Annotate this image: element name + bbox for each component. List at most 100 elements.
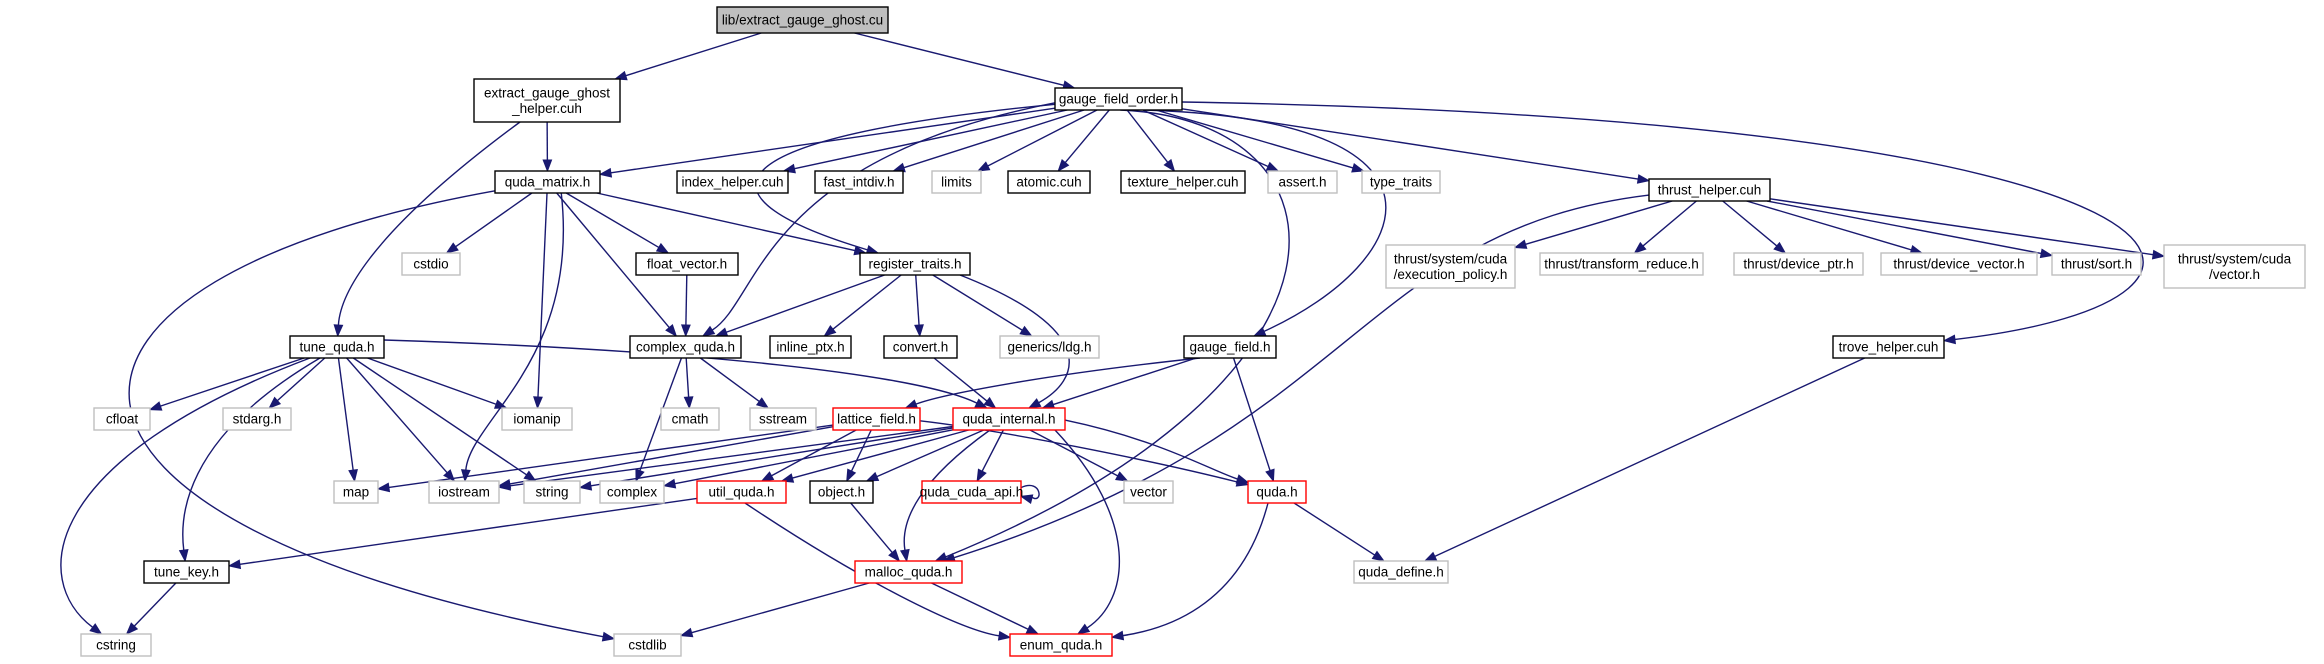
node-label-cmath: cmath: [672, 412, 709, 427]
node-thrust-helper[interactable]: thrust_helper.cuh: [1648, 178, 1771, 202]
arrowhead-egg-helper-to-tune-quda: [333, 324, 344, 338]
edge-egg-helper-to-tune-quda: [337, 121, 521, 326]
edge-tune-key-to-cstring: [133, 582, 177, 627]
arrowhead-tune-key-to-cstring: [125, 622, 139, 636]
node-box-t-tr: [1539, 252, 1704, 276]
edge-tune-quda-to-stdarg: [276, 357, 326, 402]
arrowhead-quda-matrix-to-iostream: [460, 469, 471, 483]
arrowhead-quda-internal-to-quda-h: [1235, 474, 1250, 484]
node-label-quda-h: quda.h: [1256, 485, 1297, 500]
node-box-map: [333, 480, 379, 504]
node-box-cstring: [80, 633, 152, 657]
node-enum-quda[interactable]: enum_quda.h: [1009, 633, 1113, 657]
node-box-t-vec: [2163, 244, 2306, 289]
node-register-traits[interactable]: register_traits.h: [859, 252, 971, 276]
node-label-trove-helper: trove_helper.cuh: [1839, 340, 1939, 355]
arrowhead-register-traits-to-ldg: [1019, 325, 1033, 337]
arrowhead-lattice-field-to-map: [376, 482, 391, 493]
node-util-quda[interactable]: util_quda.h: [696, 480, 787, 504]
arrowhead-quda-internal-to-complex: [662, 478, 677, 489]
edge-tune-quda-to-map: [337, 357, 354, 471]
node-quda-internal[interactable]: quda_internal.h: [952, 407, 1066, 431]
node-lattice-field[interactable]: lattice_field.h: [832, 407, 921, 431]
node-convert[interactable]: convert.h: [883, 335, 958, 359]
node-label-complex-quda: complex_quda.h: [636, 340, 735, 355]
node-box-tune-quda: [289, 335, 385, 359]
node-box-iomanip: [501, 407, 573, 431]
edge-gfo-to-fast-intdiv: [903, 109, 1085, 169]
node-t-sort: thrust/sort.h: [2051, 252, 2142, 276]
arrowhead-quda-internal-to-object: [865, 471, 880, 482]
node-index-helper[interactable]: index_helper.cuh: [676, 170, 789, 194]
node-atomic[interactable]: atomic.cuh: [1007, 170, 1091, 194]
arrowhead-complex-quda-to-complex: [635, 468, 645, 483]
node-t-exec: thrust/system/cuda/execution_policy.h: [1385, 244, 1516, 289]
edge-gauge-field-to-quda-internal: [1053, 357, 1197, 406]
edge-gfo-to-quda-matrix: [610, 107, 1056, 174]
edge-quda-matrix-to-complex-quda: [556, 192, 670, 329]
node-fast-intdiv[interactable]: fast_intdiv.h: [814, 170, 904, 194]
arrowhead-quda-internal-to-enum-quda: [1076, 623, 1091, 635]
arrowhead-quda-internal-to-iostream: [497, 480, 512, 491]
arrowhead-tune-quda-to-stdarg: [268, 396, 282, 409]
node-tune-quda[interactable]: tune_quda.h: [289, 335, 385, 359]
node-box-trove-helper: [1832, 335, 1945, 359]
node-box-index-helper: [676, 170, 789, 194]
arrowhead-register-traits-to-inline-ptx: [823, 324, 837, 337]
edge-gfo-to-complex-quda: [711, 102, 1056, 331]
node-object[interactable]: object.h: [809, 480, 874, 504]
edge-thrust-helper-to-t-exec: [1525, 200, 1673, 246]
node-trove-helper[interactable]: trove_helper.cuh: [1832, 335, 1945, 359]
node-label-sstream: sstream: [759, 412, 807, 427]
node-assert: assert.h: [1267, 170, 1338, 194]
node-complex-quda[interactable]: complex_quda.h: [629, 335, 742, 359]
arrowhead-tune-quda-to-cstring: [89, 623, 103, 635]
node-tune-key[interactable]: tune_key.h: [143, 560, 230, 584]
node-quda-cuda-api[interactable]: quda_cuda_api.h: [920, 480, 1024, 504]
edge-quda-internal-to-util-quda: [792, 429, 969, 479]
arrowhead-quda-matrix-to-cstdlib: [601, 631, 616, 642]
node-texture-helper[interactable]: texture_helper.cuh: [1120, 170, 1246, 194]
arrowhead-util-quda-to-tune-key: [227, 559, 242, 570]
arrowhead-gfo-to-quda-matrix: [598, 167, 613, 178]
node-root[interactable]: lib/extract_gauge_ghost.cu: [716, 6, 889, 34]
nodes-layer: lib/extract_gauge_ghost.cu extract_gauge_…: [80, 6, 2306, 657]
node-gfo[interactable]: gauge_field_order.h: [1054, 87, 1183, 111]
node-cstring: cstring: [80, 633, 152, 657]
edge-tune-quda-to-cstring: [60, 357, 311, 628]
arrowhead-quda-matrix-to-cstdio: [445, 242, 459, 254]
node-label-complex: complex: [607, 485, 658, 500]
node-iostream: iostream: [428, 480, 500, 504]
node-box-gauge-field: [1183, 335, 1277, 359]
node-box-t-dptr: [1733, 252, 1864, 276]
edge-gfo-to-trove-helper: [1181, 101, 2144, 341]
node-box-egg-helper: [473, 78, 621, 123]
edge-util-quda-to-enum-quda: [744, 502, 1000, 637]
node-egg-helper[interactable]: extract_gauge_ghost_helper.cuh: [473, 78, 621, 123]
node-string: string: [523, 480, 581, 504]
arrowhead-complex-quda-to-sstream: [755, 397, 770, 409]
node-box-gfo: [1054, 87, 1183, 111]
arrowhead-malloc-quda-to-cstdlib: [679, 627, 694, 638]
edge-gfo-to-assert: [1142, 109, 1269, 168]
node-limits: limits: [931, 170, 982, 194]
edge-quda-internal-to-string: [590, 427, 954, 487]
node-quda-matrix[interactable]: quda_matrix.h: [494, 170, 601, 194]
node-box-inline-ptx: [769, 335, 852, 359]
node-label-t-vec: /vector.h: [2209, 267, 2260, 282]
edge-tune-quda-to-iostream: [346, 357, 448, 474]
node-label-string: string: [535, 485, 568, 500]
arrowhead-quda-internal-to-quda-cuda-api: [976, 468, 987, 483]
arrowhead-tune-quda-to-string: [523, 470, 537, 482]
node-t-vec: thrust/system/cuda/vector.h: [2163, 244, 2306, 289]
arrowhead-thrust-helper-to-t-exec: [1513, 239, 1528, 249]
edge-object-to-malloc-quda: [850, 502, 893, 554]
edge-gfo-to-thrust-helper: [1181, 108, 1639, 180]
node-float-vector[interactable]: float_vector.h: [635, 252, 739, 276]
node-inline-ptx[interactable]: inline_ptx.h: [769, 335, 852, 359]
node-quda-h[interactable]: quda.h: [1247, 480, 1307, 504]
edge-quda-internal-to-object: [876, 429, 985, 478]
node-gauge-field[interactable]: gauge_field.h: [1183, 335, 1277, 359]
node-box-cstdlib: [613, 633, 682, 657]
node-malloc-quda[interactable]: malloc_quda.h: [854, 560, 963, 584]
